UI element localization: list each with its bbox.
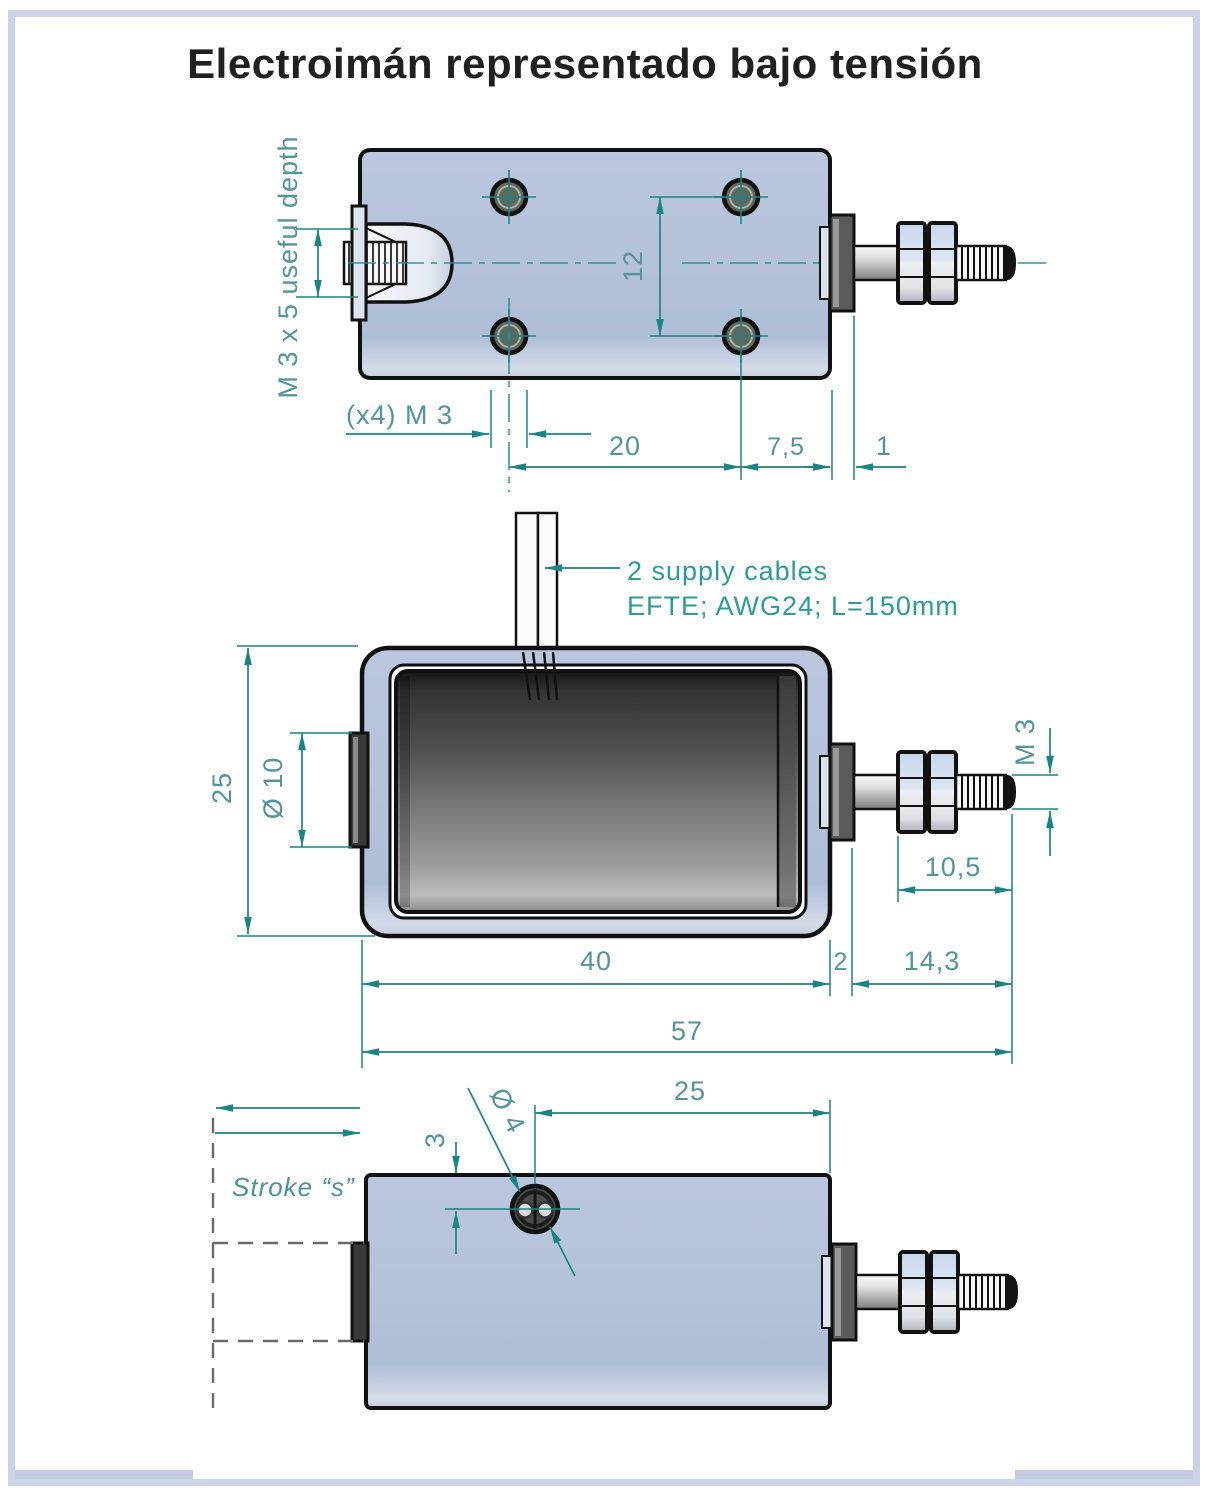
coil-end-disc [778, 676, 796, 907]
dim-25-label: 25 [207, 772, 237, 804]
plunger-cap [350, 1241, 370, 1343]
border-decoration-left [15, 1470, 193, 1479]
border-decoration-right [1015, 1470, 1193, 1479]
dim-body-height: 25 [207, 645, 375, 937]
plunger-cap-highlight [353, 737, 358, 843]
top-view: 12 (x4) M 3 20 7,5 [273, 135, 1048, 492]
supply-cables [514, 511, 559, 657]
dim-washer-thickness-top: 1 [804, 316, 906, 480]
coil-left-shade [400, 676, 410, 907]
plunger-cap [348, 731, 370, 849]
coil [394, 669, 802, 914]
dim-body-length: 40 2 14,3 57 [361, 814, 1013, 1068]
dim-hole-edge-offset: 3 [420, 1132, 580, 1254]
note-mounting-holes: (x4) M 3 [346, 298, 591, 492]
stroke-note-label: Stroke “s” [232, 1172, 355, 1202]
dim-m3-label: M 3 [1010, 718, 1040, 766]
dim-hole-to-edge: 7,5 [741, 433, 830, 471]
note-supply-cables: 2 supply cables EFTE; AWG24; L=150mm [545, 556, 959, 621]
holes-note-label: (x4) M 3 [346, 400, 453, 430]
page-title: Electroimán representado bajo tensión [187, 40, 983, 87]
dim-stroke: Stroke “s” [215, 1104, 360, 1202]
dim-hole-vertical-spacing: 12 [618, 196, 734, 337]
cable-leads [521, 651, 559, 701]
cable-note-line2: EFTE; AWG24; L=150mm [627, 591, 959, 621]
dim-20-label: 20 [609, 431, 641, 461]
dim-1-label: 1 [876, 431, 892, 461]
depth-note-label: M 3 x 5 useful depth [273, 135, 303, 398]
dim-tapped-hole-depth: M 3 x 5 useful depth [273, 135, 358, 399]
stroke-dashed-outline [211, 1118, 364, 1414]
dim-rod-thread: M 3 [1010, 718, 1058, 856]
page-border [8, 10, 1200, 1486]
dim-7-5-label: 7,5 [767, 433, 805, 461]
bottom-view: Stroke “s” 3 Ø 4 [211, 1076, 1020, 1414]
dim-dia10-label: Ø 10 [258, 757, 288, 820]
dim-2-label: 2 [834, 948, 849, 976]
dim-10-5-label: 10,5 [925, 852, 982, 882]
dim-hole-to-front: 25 [534, 1076, 831, 1184]
dim-40-label: 40 [580, 946, 612, 976]
dim-dia4-label: Ø 4 [484, 1083, 532, 1138]
dim-thread-length: 10,5 [897, 836, 1012, 902]
cable-note-line1: 2 supply cables [627, 556, 828, 586]
dim-25-bottom-label: 25 [674, 1076, 706, 1106]
dim-hole-horizontal-spacing: 20 [509, 356, 742, 480]
solenoid-body-bottom [364, 1173, 832, 1410]
dim-57-label: 57 [671, 1016, 703, 1046]
dim-14-3-label: 14,3 [904, 946, 961, 976]
dim-3-label: 3 [420, 1132, 450, 1148]
dim-12-label: 12 [618, 250, 648, 282]
dim-plunger-diameter: Ø 10 [258, 732, 352, 848]
front-view: 2 supply cables EFTE; AWG24; L=150mm 25 … [207, 511, 1058, 1068]
